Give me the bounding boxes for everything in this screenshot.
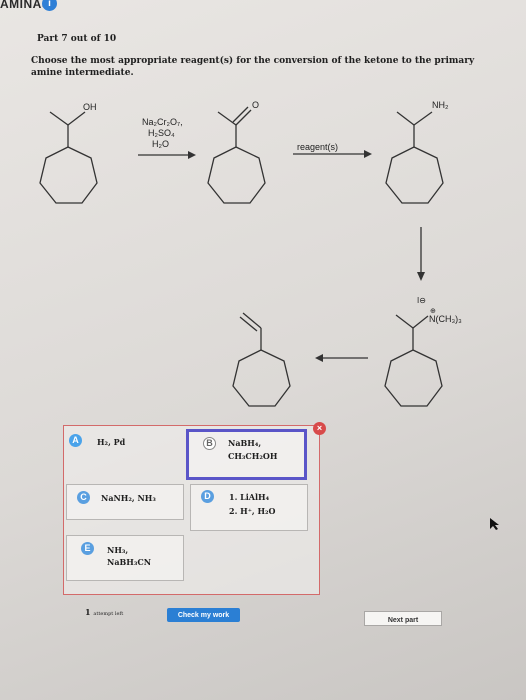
bond-cc-b: [239, 316, 258, 332]
bond-co-a: [235, 109, 252, 126]
choice-b-line-2: CH₃CH₂OH: [228, 451, 278, 461]
choice-e-line-2: NaBH₃CN: [107, 557, 151, 567]
bond-me4: [395, 314, 414, 329]
bond-oh: [67, 111, 86, 126]
reagent-line-3: H₂O: [152, 139, 169, 149]
question-text: Choose the most appropriate reagent(s) f…: [31, 56, 475, 78]
choice-d-box: [190, 484, 308, 531]
choice-e-line-1: NH₃,: [107, 545, 129, 555]
attempts-text: attempt left: [93, 611, 124, 617]
choice-a-badge: A: [69, 434, 82, 447]
cycloheptane-2: [207, 146, 266, 204]
close-icon[interactable]: ×: [313, 422, 326, 435]
cycloheptane-3: [385, 146, 444, 204]
cursor-icon: [490, 518, 499, 530]
choice-b-badge: B: [203, 437, 216, 450]
bond-me3: [396, 111, 415, 126]
oh-label: OH: [83, 102, 97, 112]
bond-co-b: [232, 106, 249, 123]
choice-e-badge: E: [81, 542, 94, 555]
header-title: AMINAS: [0, 0, 51, 11]
reagents-label: reagent(s): [297, 142, 338, 152]
choice-d-line-2: 2. H⁺, H₂O: [229, 506, 276, 516]
arrowhead-3: [417, 272, 425, 281]
info-icon[interactable]: i: [42, 0, 57, 11]
ammonium-label: N(CH₃)₃: [429, 314, 462, 324]
bond-me2: [217, 111, 237, 126]
choice-d-line-1: 1. LiAlH₄: [229, 492, 270, 502]
arrowhead-1: [188, 151, 196, 159]
attempts-count: 1: [85, 607, 91, 617]
nh2-label: NH₂: [432, 100, 449, 110]
bond-me1: [49, 111, 69, 126]
ketone-o-label: O: [252, 100, 259, 110]
cycloheptane-4: [384, 349, 443, 407]
arrowhead-2: [364, 150, 372, 158]
choice-c-badge: C: [77, 491, 90, 504]
plus-charge: ⊕: [430, 308, 436, 315]
choice-b-line-1: NaBH₄,: [228, 438, 262, 448]
bond-cc-a: [242, 312, 262, 329]
cycloheptane-5: [232, 349, 291, 407]
bond-nh2: [413, 111, 433, 126]
reaction-scheme: OH Na₂Cr₂O₇, H₂SO₄ H₂O O reagent(s) NH₂ …: [39, 100, 462, 407]
check-my-work-button[interactable]: Check my work: [167, 608, 240, 622]
arrowhead-4: [315, 354, 323, 362]
reagent-line-2: H₂SO₄: [148, 128, 175, 138]
attempts-left: 1 attempt left: [85, 607, 123, 617]
choice-c-text: NaNH₂, NH₃: [101, 493, 156, 503]
choice-d-badge: D: [201, 490, 214, 503]
bond-nme3: [412, 315, 429, 329]
next-part-button[interactable]: Next part: [364, 611, 442, 626]
iodide-label: I⊖: [417, 296, 426, 305]
cycloheptane-1: [39, 146, 98, 204]
reagent-line-1: Na₂Cr₂O₇,: [142, 117, 183, 127]
part-label: Part 7 out of 10: [37, 34, 117, 44]
choice-a-text: H₂, Pd: [97, 437, 126, 447]
